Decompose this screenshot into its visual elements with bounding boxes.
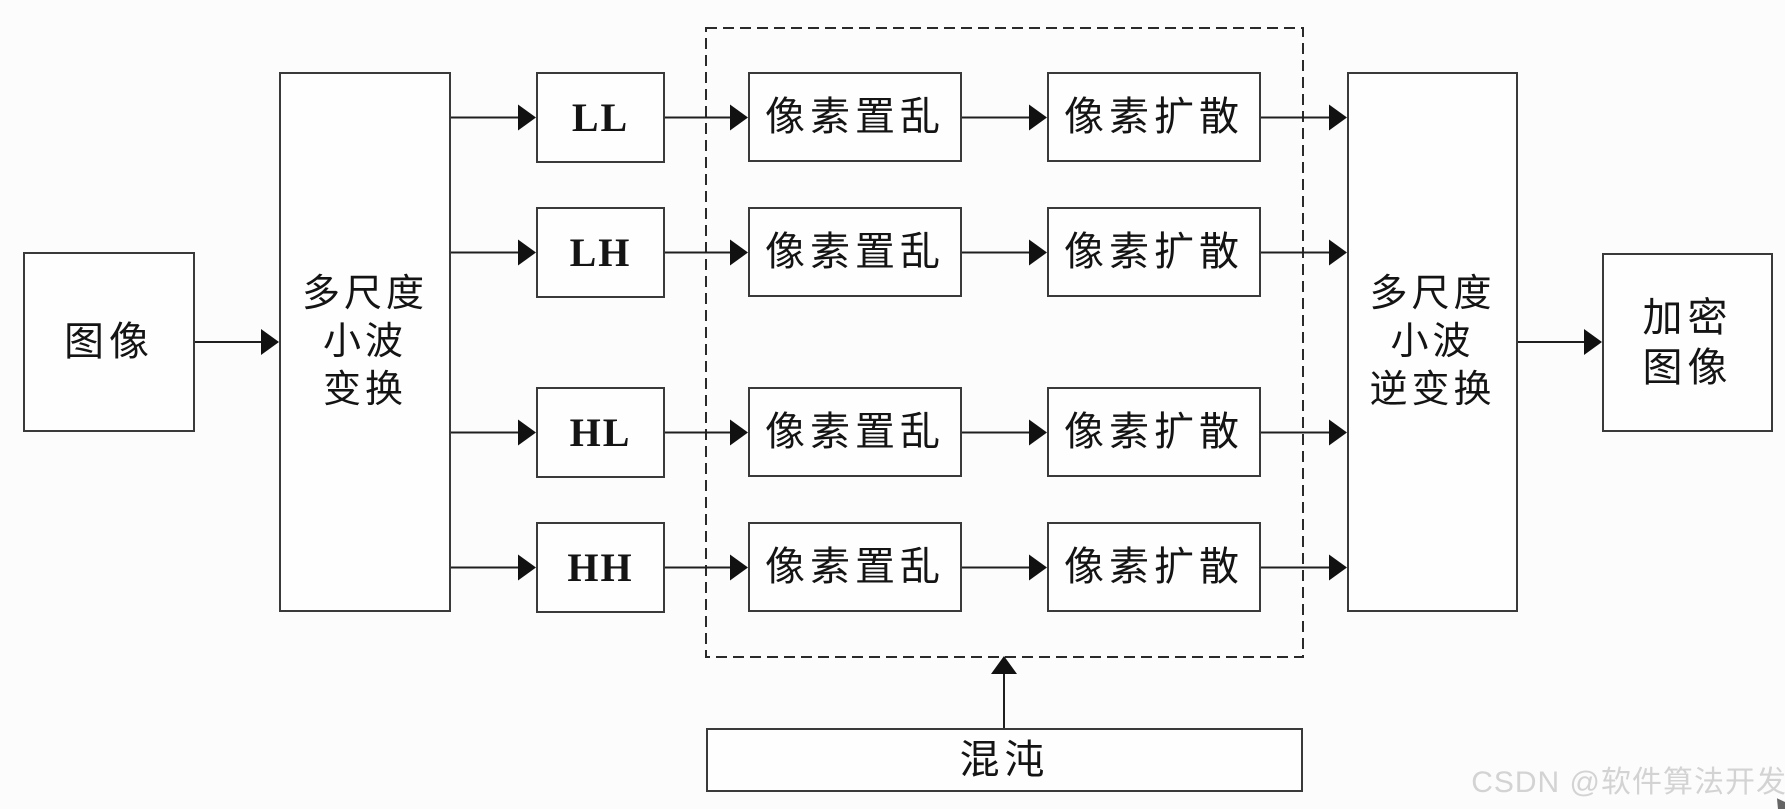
pixel-scramble-node-row3: 像素置乱 (748, 387, 962, 477)
arrow-diffuse-to-idwt-row4 (1261, 554, 1347, 581)
pixel-scramble-node-row2: 像素置乱 (748, 207, 962, 297)
arrow-hl-to-scramble (665, 419, 748, 446)
pixel-diffuse-node-row2: 像素扩散 (1047, 207, 1261, 297)
arrow-scramble-to-diffuse-row2 (962, 239, 1047, 266)
arrow-dwt-to-hh (451, 554, 536, 581)
arrow-dwt-to-lh (451, 239, 536, 266)
arrow-chaos-to-dashed-region (991, 656, 1017, 728)
arrow-image-to-dwt (195, 329, 279, 355)
multiscale-inverse-wavelet-transform-node: 多尺度 小波 逆变换 (1347, 72, 1518, 612)
pixel-diffuse-node-row4: 像素扩散 (1047, 522, 1261, 612)
csdn-watermark: CSDN @软件算法开发 (1471, 766, 1785, 799)
arrow-dwt-to-ll (451, 104, 536, 131)
arrow-dwt-to-hl (451, 419, 536, 446)
arrow-diffuse-to-idwt-row2 (1261, 239, 1347, 266)
multiscale-wavelet-transform-node: 多尺度 小波 变换 (279, 72, 451, 612)
arrow-diffuse-to-idwt-row1 (1261, 104, 1347, 131)
input-image-node: 图像 (23, 252, 195, 432)
arrow-ll-to-scramble (665, 104, 748, 131)
chaos-node: 混沌 (706, 728, 1303, 792)
subband-hl-node: HL (536, 387, 665, 478)
arrow-scramble-to-diffuse-row4 (962, 554, 1047, 581)
pixel-scramble-node-row1: 像素置乱 (748, 72, 962, 162)
subband-lh-node: LH (536, 207, 665, 298)
subband-ll-node: LL (536, 72, 665, 163)
arrow-lh-to-scramble (665, 239, 748, 266)
arrow-scramble-to-diffuse-row1 (962, 104, 1047, 131)
arrow-hh-to-scramble (665, 554, 748, 581)
subband-hh-node: HH (536, 522, 665, 613)
pixel-diffuse-node-row3: 像素扩散 (1047, 387, 1261, 477)
arrow-diffuse-to-idwt-row3 (1261, 419, 1347, 446)
arrow-idwt-to-encrypted (1518, 329, 1602, 355)
pixel-diffuse-node-row1: 像素扩散 (1047, 72, 1261, 162)
pixel-scramble-node-row4: 像素置乱 (748, 522, 962, 612)
encrypted-image-node: 加密 图像 (1602, 253, 1773, 432)
arrow-scramble-to-diffuse-row3 (962, 419, 1047, 446)
